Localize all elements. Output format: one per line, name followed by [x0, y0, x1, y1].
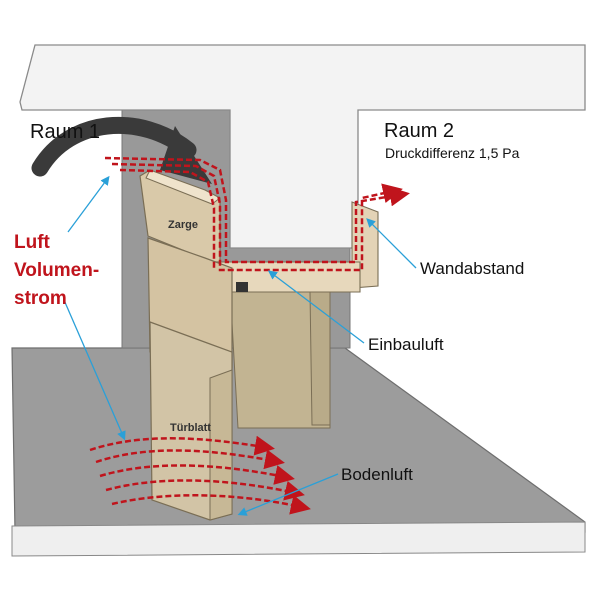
floor-front-edge: [11, 521, 586, 557]
wall-top-surface: [19, 44, 586, 249]
airflow-label-line2: Volumen-: [14, 260, 100, 281]
pointer-install-gap: [267, 270, 365, 344]
pressure-flow-arrowhead: [160, 126, 212, 184]
pointer-airflow-top: [67, 175, 110, 233]
room2-label: Raum 2: [384, 120, 455, 142]
door-leaf-back-edge: [309, 291, 331, 426]
airflow-path-over-frame: [104, 156, 410, 272]
pointer-lines: [63, 175, 417, 516]
floor-gap-label: Bodenluft: [341, 465, 413, 484]
airflow-label-line1: Luft: [14, 232, 50, 253]
install-gap-label: Einbauluft: [368, 335, 444, 354]
airflow-under-door: [89, 435, 311, 515]
door-leaf-label: Türblatt: [170, 422, 211, 434]
pressure-difference-label: Druckdifferenz 1,5 Pa: [385, 145, 520, 161]
wall-gap-label: Wandabstand: [420, 259, 525, 278]
pressure-flow-arrow: [31, 116, 197, 177]
frame-label: Zarge: [168, 219, 198, 231]
frame-seal: [236, 282, 248, 292]
frame-left-top: [145, 169, 221, 205]
pointer-airflow-bottom: [63, 299, 126, 441]
pointer-floor-gap: [237, 473, 339, 516]
airflow-label-line3: strom: [14, 288, 67, 309]
pointer-wall-gap: [366, 218, 417, 269]
room1-label: Raum 1: [30, 121, 101, 143]
